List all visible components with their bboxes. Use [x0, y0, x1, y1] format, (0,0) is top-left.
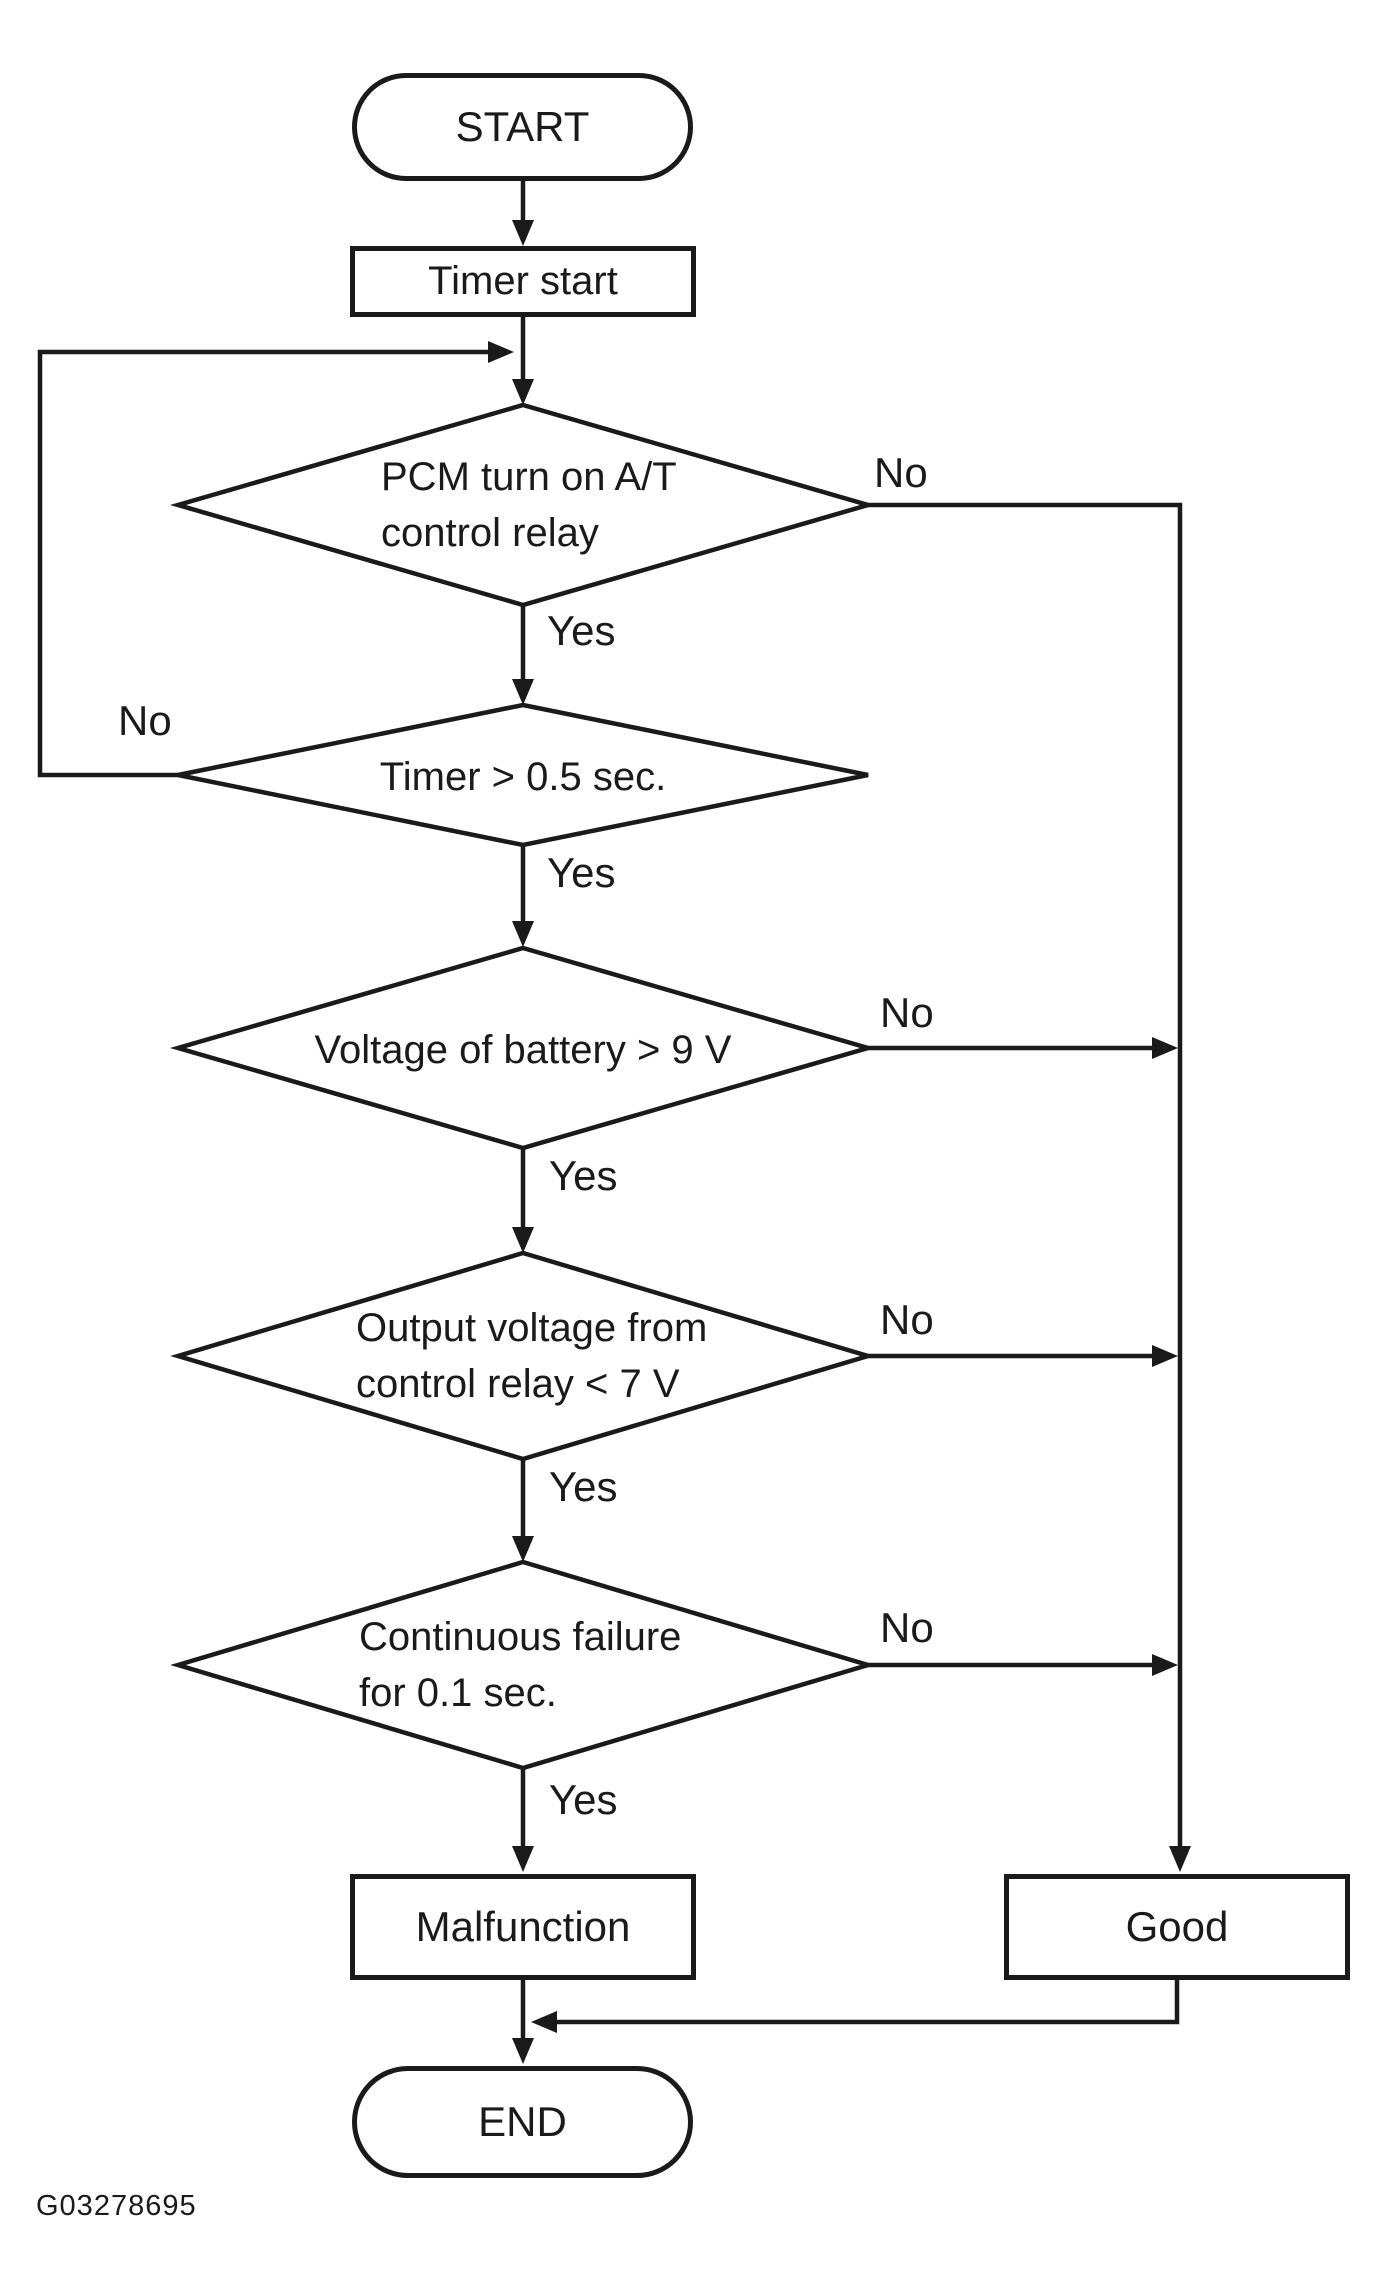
edge-label-d5-yes: Yes — [549, 1776, 618, 1823]
edge-label-d4-yes: Yes — [549, 1463, 618, 1510]
edge-label-d1-yes: Yes — [547, 607, 616, 654]
arrowhead-loop-junction — [488, 341, 514, 363]
arrowhead-into-good — [1169, 1846, 1191, 1872]
edge-d2-no-loop — [37, 349, 490, 778]
timer-start-label: Timer start — [428, 259, 618, 303]
arrowhead-d5-no — [1152, 1654, 1178, 1676]
end-label: END — [478, 2098, 567, 2145]
arrowhead-d4-no — [1152, 1345, 1178, 1367]
edge-label-d4-no: No — [880, 1296, 934, 1343]
arrowhead-into-d1 — [512, 379, 534, 405]
malfunction-label: Malfunction — [415, 1903, 631, 1950]
start-label: START — [455, 103, 590, 150]
edge-label-d2-yes: Yes — [547, 849, 616, 896]
decision-2-text: Timer > 0.5 sec. — [379, 755, 667, 799]
arrowhead-into-end — [512, 2038, 534, 2064]
arrowhead-into-d3 — [512, 921, 534, 947]
edge-label-d1-no: No — [874, 449, 928, 496]
decision-1-text: PCM turn on A/T control relay — [381, 455, 677, 555]
arrowhead-good-junction — [531, 2011, 557, 2033]
start-node: START — [352, 73, 693, 181]
decision-5-text: Continuous failure for 0.1 sec. — [359, 1615, 682, 1715]
decision-3-text: Voltage of battery > 9 V — [314, 1028, 732, 1072]
decision-4-text: Output voltage from control relay < 7 V — [356, 1306, 708, 1406]
figure-id: G03278695 — [36, 2190, 197, 2222]
process-timer-start: Timer start — [350, 246, 696, 317]
arrowhead-into-malfunction — [512, 1846, 534, 1872]
good-label: Good — [1125, 1903, 1229, 1950]
process-good: Good — [1004, 1874, 1350, 1980]
end-node: END — [352, 2066, 693, 2178]
arrowhead-into-timer-start — [512, 220, 534, 246]
edge-d1-no-right-rail — [868, 502, 1183, 1848]
edge-label-d3-no: No — [880, 989, 934, 1036]
edge-label-d5-no: No — [880, 1604, 934, 1651]
edge-label-d2-no: No — [118, 697, 172, 744]
arrowhead-into-d5 — [512, 1536, 534, 1562]
arrowhead-into-d2 — [512, 679, 534, 705]
edge-good-to-end — [557, 1980, 1180, 2025]
edge-label-d3-yes: Yes — [549, 1152, 618, 1199]
arrowhead-into-d4 — [512, 1227, 534, 1253]
process-malfunction: Malfunction — [350, 1874, 696, 1980]
arrowhead-d3-no — [1152, 1037, 1178, 1059]
